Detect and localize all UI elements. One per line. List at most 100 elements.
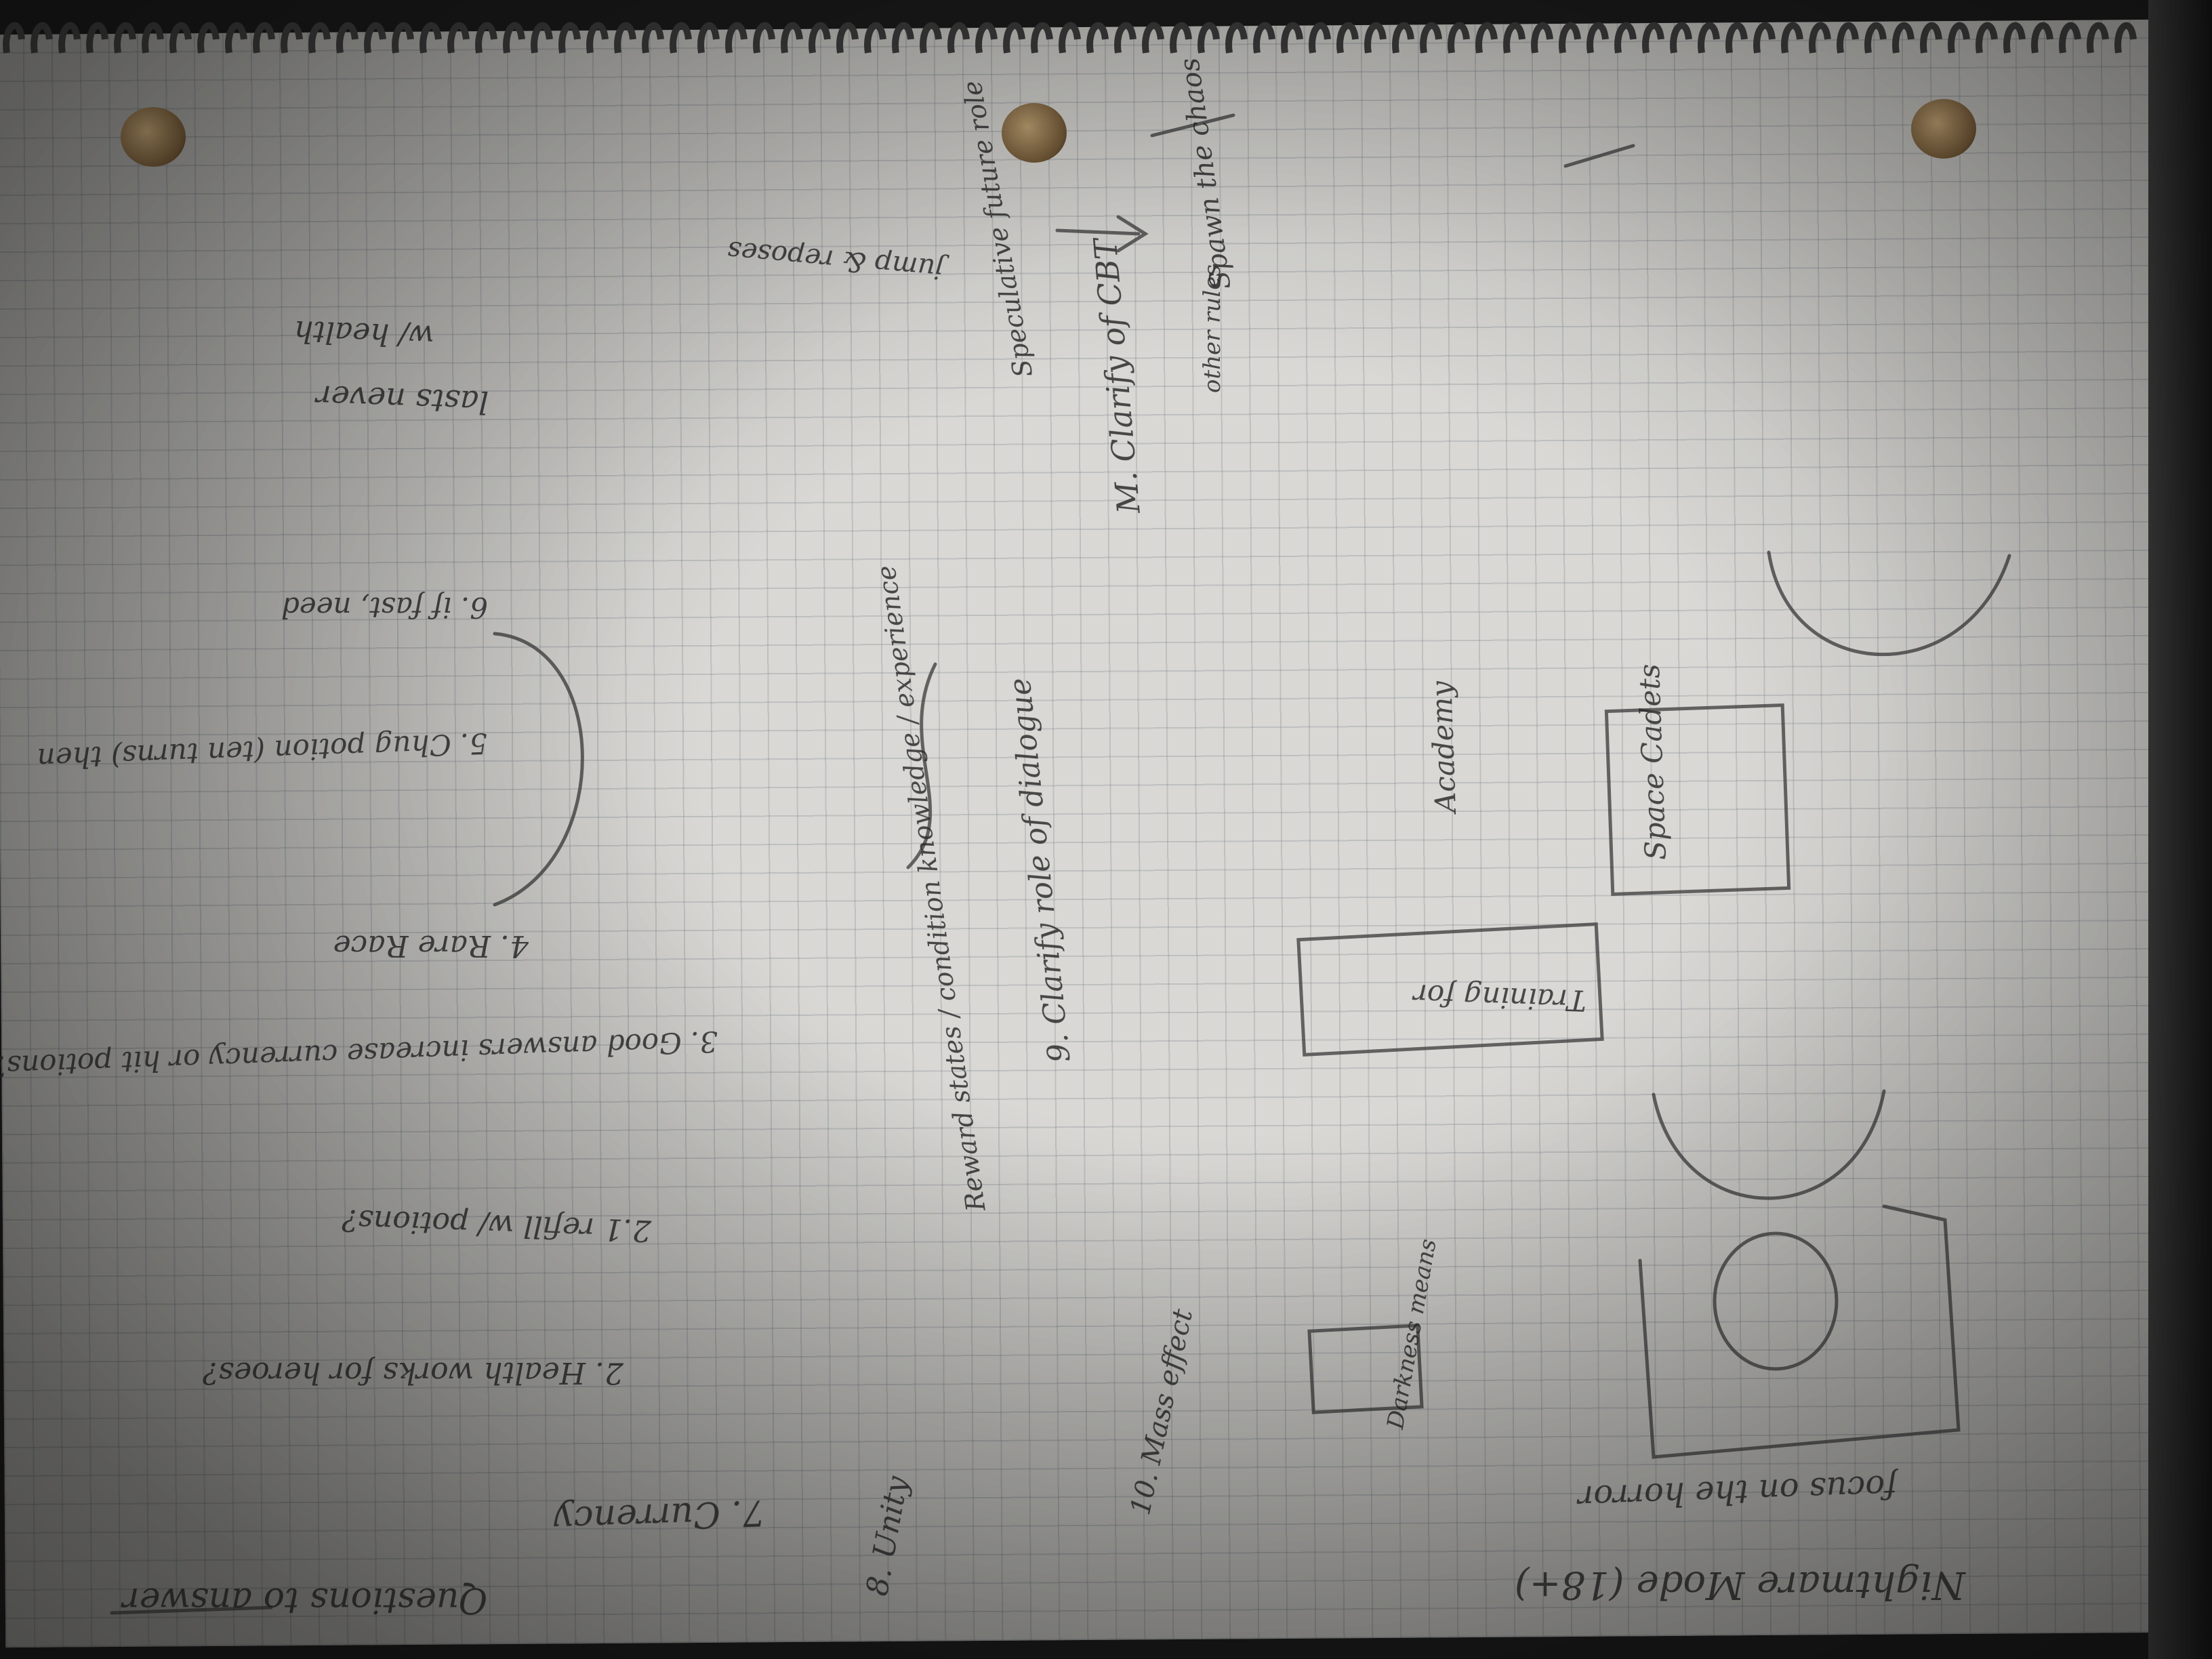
arrow-sketch <box>1055 215 1149 253</box>
spiral-coil <box>1392 22 1414 54</box>
spiral-coil <box>308 22 331 54</box>
punch-hole-left <box>121 107 186 167</box>
spiral-coil <box>836 22 859 54</box>
note-currency: 7. Currency <box>553 1492 766 1540</box>
spiral-coil <box>1420 22 1442 54</box>
spiral-coil <box>975 22 998 54</box>
spiral-coil <box>1336 22 1359 54</box>
spiral-coil <box>1364 22 1387 54</box>
spiral-coil <box>3 22 25 54</box>
spiral-coil <box>1670 22 1692 54</box>
spiral-coil <box>558 22 581 54</box>
circle-sketch <box>493 632 584 907</box>
spiral-coil <box>1475 22 1498 54</box>
spiral-coil <box>2114 22 2137 54</box>
spiral-coil <box>697 22 720 54</box>
spiral-coil <box>1837 22 1859 54</box>
spiral-coil <box>169 22 192 54</box>
spiral-coil <box>281 22 303 54</box>
spiral-coil <box>30 22 53 54</box>
spiral-coil <box>1559 22 1581 54</box>
note-nightmare-mode: Nightmare Mode (18+) <box>1514 1563 1965 1607</box>
spiral-coil <box>419 22 442 54</box>
spiral-coil <box>1114 22 1136 54</box>
spiral-coil <box>58 22 81 54</box>
spiral-coil <box>86 22 108 54</box>
spiral-coil <box>1309 22 1331 54</box>
semicircle-sketch <box>1767 550 2011 657</box>
spiral-coil <box>1753 22 1776 54</box>
spiral-coil <box>781 22 803 54</box>
space-cadets-box <box>1604 703 1791 897</box>
spiral-coil <box>1642 22 1664 54</box>
spiral-binding <box>3 22 2137 54</box>
spiral-coil <box>392 22 414 54</box>
spiral-coil <box>1809 22 1831 54</box>
spiral-coil <box>1614 22 1637 54</box>
spiral-coil <box>1920 22 1942 54</box>
spiral-coil <box>225 22 247 54</box>
spiral-coil <box>1698 22 1720 54</box>
note-space-cadets: Space Cadets <box>1632 663 1673 861</box>
spiral-coil <box>892 22 914 54</box>
spiral-coil <box>2031 22 2053 54</box>
cup-sketch <box>1652 1089 1886 1200</box>
underline-stroke <box>110 113 1635 1615</box>
spiral-coil <box>1086 22 1109 54</box>
note-with-health: w/ health <box>293 313 435 353</box>
spiral-coil <box>114 22 136 54</box>
spiral-coil <box>1725 22 1748 54</box>
spiral-coil <box>503 22 525 54</box>
spiral-coil <box>864 22 886 54</box>
spiral-coil <box>1975 22 1998 54</box>
spiral-coil <box>614 22 636 54</box>
spiral-coil <box>2059 22 2081 54</box>
punch-hole-right <box>1911 99 1976 159</box>
box-doodle <box>1638 1204 1961 1459</box>
spiral-coil <box>586 22 609 54</box>
spiral-coil <box>1864 22 1887 54</box>
note-training-for: Training for <box>1412 978 1587 1017</box>
spiral-coil <box>642 22 664 54</box>
spiral-coil <box>2087 22 2109 54</box>
note-if-fast: 6. if fast, need <box>281 591 488 624</box>
note-questions-to-answer: Questions to answer <box>122 1580 488 1620</box>
note-lasts-never: lasts never <box>315 378 489 421</box>
note-health-heroes: 2. Health works for heroes? <box>202 1355 623 1390</box>
spiral-coil <box>1531 22 1553 54</box>
note-other-rules: other rules <box>1199 264 1226 393</box>
spiral-coil <box>1197 22 1220 54</box>
training-box <box>1296 922 1604 1057</box>
spiral-coil <box>1281 22 1303 54</box>
spiral-coil <box>253 22 275 54</box>
spiral-coil <box>1781 22 1803 54</box>
squiggle-sketch <box>906 662 937 869</box>
spiral-coil <box>670 22 692 54</box>
spiral-coil <box>920 22 942 54</box>
spiral-coil <box>1892 22 1914 54</box>
punch-hole-center <box>1002 103 1067 163</box>
spiral-coil <box>725 22 747 54</box>
spiral-coil <box>1142 22 1164 54</box>
spiral-coil <box>336 22 359 54</box>
note-rare-race: 4. Rare Race <box>333 928 529 963</box>
spiral-coil <box>447 22 470 54</box>
spiral-coil <box>1170 22 1192 54</box>
spiral-coil <box>1031 22 1053 54</box>
spiral-coil <box>947 22 970 54</box>
spiral-coil <box>1225 22 1248 54</box>
spiral-coil <box>1586 22 1609 54</box>
spiral-coil <box>1059 22 1081 54</box>
spiral-coil <box>753 22 775 54</box>
note-academy: Academy <box>1425 680 1462 814</box>
spiral-coil <box>475 22 497 54</box>
spiral-coil <box>1003 22 1025 54</box>
spiral-coil <box>531 22 553 54</box>
darkness-box <box>1307 1324 1424 1414</box>
spiral-coil <box>1503 22 1525 54</box>
spiral-coil <box>197 22 220 54</box>
circle-doodle <box>1713 1231 1839 1371</box>
spiral-coil <box>1448 22 1470 54</box>
